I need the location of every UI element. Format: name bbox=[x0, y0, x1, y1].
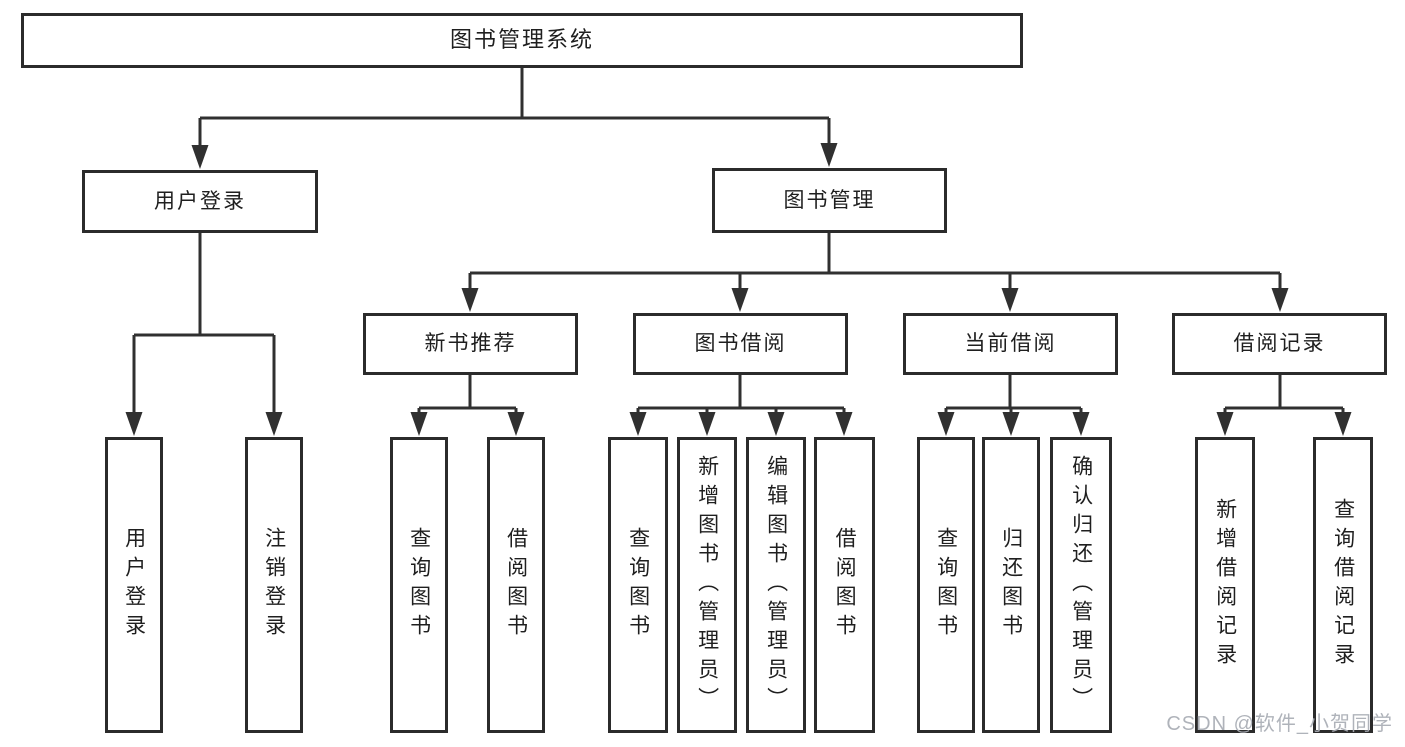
leaf-logout: 注销登录 bbox=[245, 437, 303, 733]
leaf-current-query: 查询图书 bbox=[917, 437, 975, 733]
leaf-borrow-add-admin: 新增图书（管理员） bbox=[677, 437, 737, 733]
leaf-records-add: 新增借阅记录 bbox=[1195, 437, 1255, 733]
leaf-current-return: 归还图书 bbox=[982, 437, 1040, 733]
leaf-user-login: 用户登录 bbox=[105, 437, 163, 733]
leaf-new-books-query: 查询图书 bbox=[390, 437, 448, 733]
leaf-new-books-borrow: 借阅图书 bbox=[487, 437, 545, 733]
node-root: 图书管理系统 bbox=[21, 13, 1023, 68]
leaf-borrow-edit-admin: 编辑图书（管理员） bbox=[746, 437, 806, 733]
leaf-borrow-borrow: 借阅图书 bbox=[814, 437, 875, 733]
node-current-borrow: 当前借阅 bbox=[903, 313, 1118, 375]
node-book-borrow: 图书借阅 bbox=[633, 313, 848, 375]
node-book-management: 图书管理 bbox=[712, 168, 947, 233]
node-new-books: 新书推荐 bbox=[363, 313, 578, 375]
node-borrow-records: 借阅记录 bbox=[1172, 313, 1387, 375]
leaf-current-confirm-admin: 确认归还（管理员） bbox=[1050, 437, 1112, 733]
node-user-login: 用户登录 bbox=[82, 170, 318, 233]
csdn-watermark: CSDN @软件_小贺同学 bbox=[1166, 713, 1393, 735]
leaf-borrow-query: 查询图书 bbox=[608, 437, 668, 733]
leaf-records-query: 查询借阅记录 bbox=[1313, 437, 1373, 733]
